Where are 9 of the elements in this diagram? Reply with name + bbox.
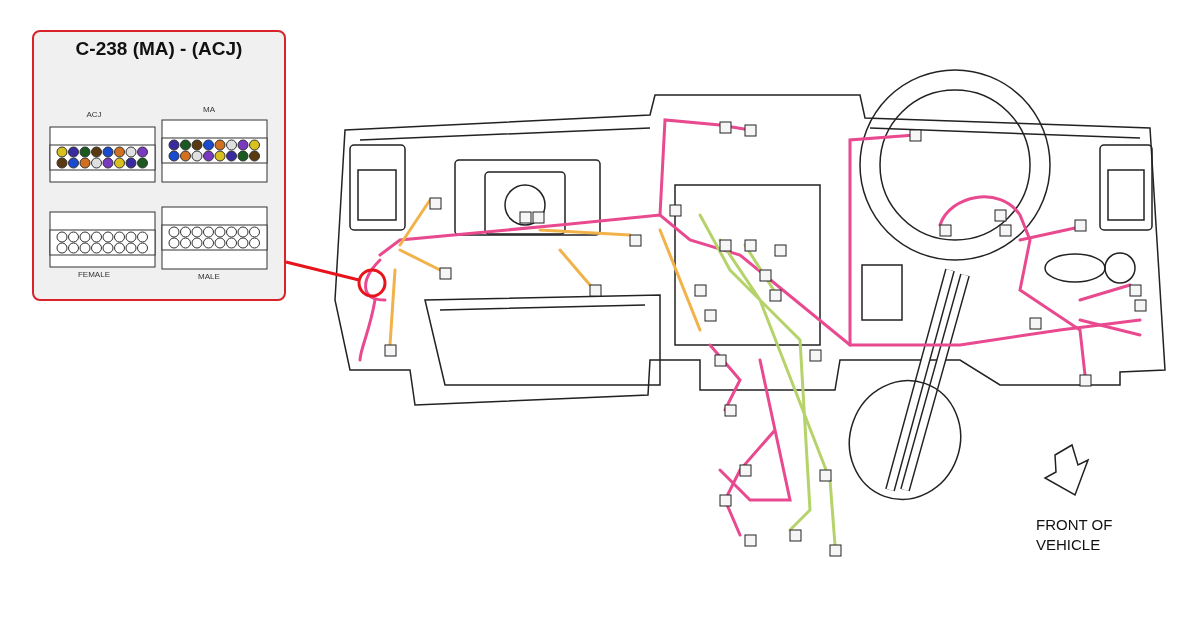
connector-label: ACJ bbox=[85, 110, 103, 119]
connector-inset-panel bbox=[32, 30, 286, 301]
connector-label: FEMALE bbox=[77, 270, 111, 279]
connector-label: MA bbox=[202, 105, 216, 114]
leader-line bbox=[285, 260, 360, 282]
connector-title: C-238 (MA) - (ACJ) bbox=[74, 38, 244, 60]
connector-label: MALE bbox=[197, 272, 221, 281]
connector-highlight-circle bbox=[357, 268, 387, 298]
direction-label: FRONT OF VEHICLE bbox=[1036, 515, 1114, 555]
